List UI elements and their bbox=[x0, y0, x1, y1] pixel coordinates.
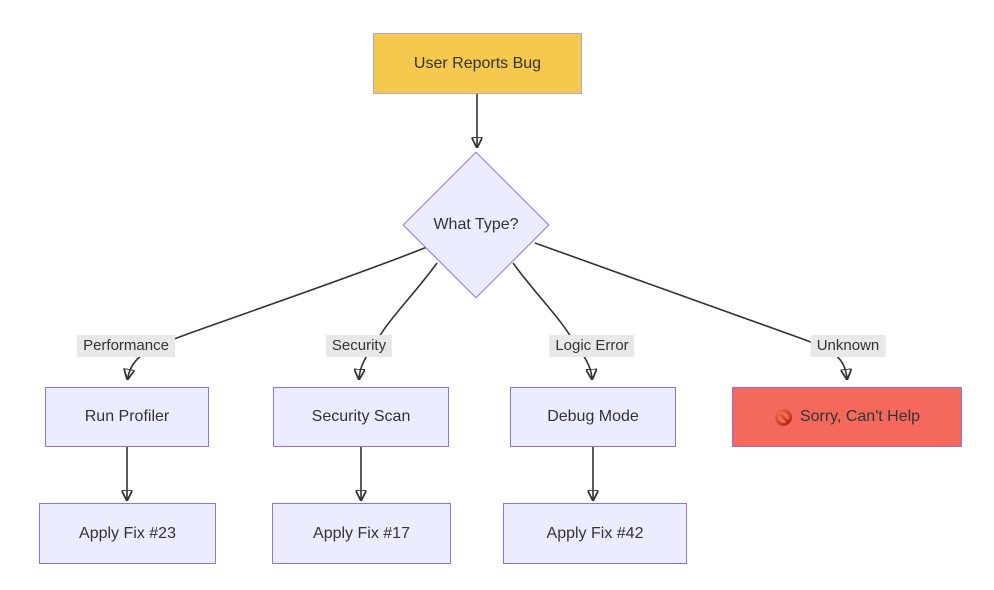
node-debug-mode: Debug Mode bbox=[510, 387, 676, 447]
node-apply-fix-23: Apply Fix #23 bbox=[39, 503, 216, 564]
node-what-type-decision: What Type? bbox=[401, 150, 551, 300]
no-entry-icon bbox=[774, 408, 792, 426]
edge-label-text: Unknown bbox=[816, 337, 880, 354]
edge-label-unknown: Unknown bbox=[810, 335, 886, 357]
node-run-profiler: Run Profiler bbox=[45, 387, 209, 447]
node-apply-fix-42: Apply Fix #42 bbox=[503, 503, 687, 564]
node-label: Apply Fix #17 bbox=[313, 524, 410, 542]
edge-whattype-to-securityscan bbox=[359, 262, 438, 379]
edge-whattype-to-sorry bbox=[534, 242, 847, 379]
node-label: Debug Mode bbox=[547, 408, 639, 425]
node-label: Apply Fix #23 bbox=[79, 524, 176, 542]
edge-label-logic-error: Logic Error bbox=[549, 335, 635, 357]
node-label: Sorry, Can't Help bbox=[799, 408, 921, 425]
node-security-scan: Security Scan bbox=[273, 387, 449, 447]
node-label: Security Scan bbox=[311, 408, 411, 425]
edge-whattype-to-debugmode bbox=[512, 262, 592, 379]
node-user-reports-bug: User Reports Bug bbox=[373, 33, 582, 94]
edge-label-text: Performance bbox=[83, 337, 169, 354]
node-label: What Type? bbox=[433, 216, 519, 233]
edge-label-text: Security bbox=[331, 337, 387, 354]
node-label: Apply Fix #42 bbox=[546, 524, 644, 542]
node-label: Run Profiler bbox=[84, 408, 170, 425]
node-apply-fix-17: Apply Fix #17 bbox=[272, 503, 451, 564]
edge-whattype-to-runprofiler bbox=[128, 246, 428, 379]
edge-label-text: Logic Error bbox=[555, 337, 629, 354]
edge-label-performance: Performance bbox=[77, 335, 175, 357]
node-sorry-cant-help: Sorry, Can't Help bbox=[732, 387, 962, 447]
edge-label-security: Security bbox=[325, 335, 393, 357]
node-label: User Reports Bug bbox=[413, 54, 542, 72]
